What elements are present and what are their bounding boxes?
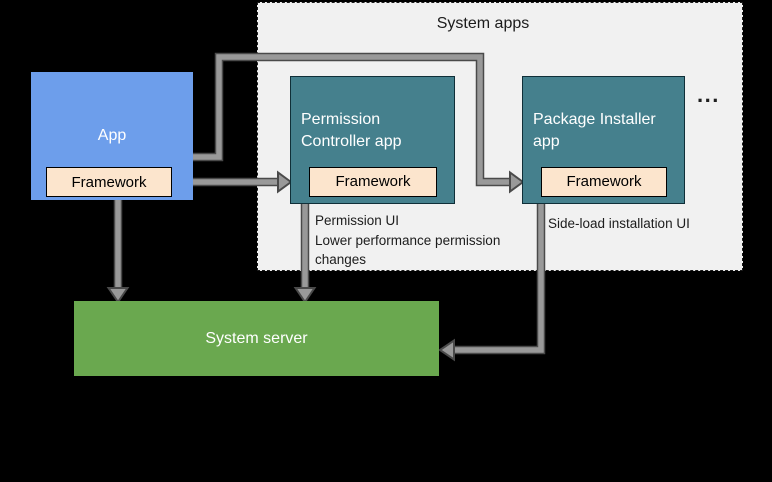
- app-framework-label: Framework: [71, 173, 147, 191]
- system-server-label: System server: [205, 329, 308, 347]
- app-node: App Framework: [31, 72, 193, 200]
- permission-controller-framework-label: Framework: [335, 173, 411, 190]
- app-framework-chip: Framework: [46, 167, 172, 197]
- arrowhead-right-icon: [277, 170, 293, 194]
- app-label: App: [97, 127, 127, 144]
- edge-permission-controller-to-system-server: [293, 200, 317, 304]
- package-installer-framework-label: Framework: [566, 173, 642, 190]
- system-apps-title: System apps: [436, 15, 530, 32]
- arrowhead-down-icon: [106, 287, 130, 304]
- package-installer-note: Side-load installation UI: [548, 216, 690, 231]
- system-server-node: System server: [74, 301, 439, 376]
- package-installer-framework-chip: Framework: [541, 166, 667, 197]
- permission-controller-framework-chip: Framework: [309, 166, 437, 197]
- arrowhead-right-icon: [509, 170, 525, 194]
- permission-controller-note: Permission UI Lower performance permissi…: [315, 211, 500, 270]
- note-line: Permission UI: [315, 213, 400, 228]
- edge-app-to-system-server: [106, 197, 130, 304]
- note-line: changes: [315, 252, 367, 267]
- package-installer-node: Package Installer app Framework: [522, 76, 685, 204]
- more-apps-ellipsis-icon: ...: [697, 82, 720, 107]
- edge-app-to-package-installer-framework: [191, 52, 525, 194]
- note-line: Lower performance permission: [315, 232, 501, 248]
- edge-package-installer-to-system-server: [438, 200, 546, 362]
- permission-controller-label: Permission Controller app: [301, 111, 402, 150]
- package-installer-label: Package Installer app: [533, 111, 656, 150]
- arrowhead-down-icon: [293, 287, 317, 304]
- permission-controller-node: Permission Controller app Framework: [290, 76, 455, 204]
- arrowhead-left-icon: [438, 338, 455, 362]
